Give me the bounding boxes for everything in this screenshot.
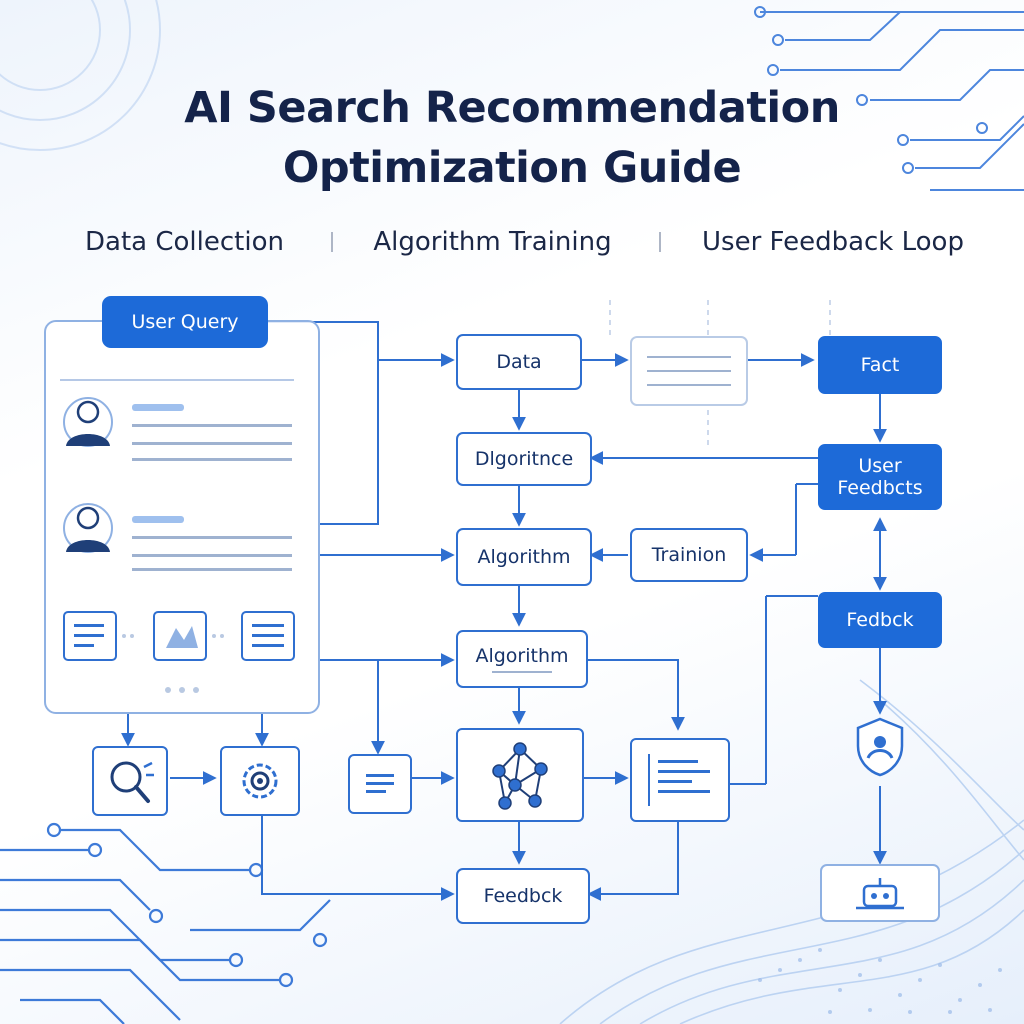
node-underline bbox=[492, 671, 552, 673]
subtitle-data-collection: Data Collection bbox=[85, 227, 284, 257]
node-user-feedback[interactable]: User Feedbcts bbox=[818, 444, 942, 510]
shield-icon bbox=[854, 716, 906, 778]
network-icon-card[interactable] bbox=[456, 728, 584, 822]
settings-icon-card[interactable] bbox=[220, 746, 300, 816]
title-line-2: Optimization Guide bbox=[282, 143, 742, 193]
subtitle-algorithm-training: Algorithm Training bbox=[373, 227, 612, 257]
document-icon bbox=[366, 774, 394, 793]
node-algorithm-1[interactable]: Dlgoritnce bbox=[456, 432, 592, 486]
avatar-icon bbox=[63, 397, 113, 447]
node-feedback-right[interactable]: Fedbck bbox=[818, 592, 942, 648]
search-icon-card[interactable] bbox=[92, 746, 168, 816]
robot-box bbox=[820, 864, 940, 922]
node-user-feedback-line1: User bbox=[858, 455, 902, 477]
node-algorithm-3[interactable]: Algorithm bbox=[456, 630, 588, 688]
list-document-card[interactable] bbox=[630, 738, 730, 822]
subtitle-separator bbox=[659, 232, 661, 252]
image-icon bbox=[153, 611, 207, 661]
avatar-icon bbox=[63, 503, 113, 553]
node-feedback-bottom[interactable]: Feedbck bbox=[456, 868, 590, 924]
user-query-button[interactable]: User Query bbox=[102, 296, 268, 348]
document-icon bbox=[63, 611, 117, 661]
results-list bbox=[60, 379, 295, 693]
list-icon bbox=[241, 611, 295, 661]
subtitle-user-feedback-loop: User Feedback Loop bbox=[702, 227, 964, 257]
node-user-feedback-line2: Feedbcts bbox=[837, 477, 923, 499]
node-fact[interactable]: Fact bbox=[818, 336, 942, 394]
settings-gear-icon bbox=[242, 763, 278, 799]
page-title: AI Search Recommendation Optimization Gu… bbox=[0, 78, 1024, 198]
subtitle-separator bbox=[331, 232, 333, 252]
search-icon bbox=[110, 761, 154, 803]
node-algorithm-2[interactable]: Algorithm bbox=[456, 528, 592, 586]
node-data[interactable]: Data bbox=[456, 334, 582, 390]
network-icon bbox=[492, 742, 548, 810]
document-icon-card[interactable] bbox=[348, 754, 412, 814]
node-document-placeholder bbox=[630, 336, 748, 406]
robot-icon bbox=[856, 878, 904, 910]
node-algorithm-3-label: Algorithm bbox=[475, 645, 569, 667]
title-line-1: AI Search Recommendation bbox=[184, 83, 840, 133]
list-document-icon bbox=[648, 754, 710, 806]
document-lines-icon bbox=[647, 356, 731, 386]
query-results-panel bbox=[44, 320, 320, 714]
node-training[interactable]: Trainion bbox=[630, 528, 748, 582]
